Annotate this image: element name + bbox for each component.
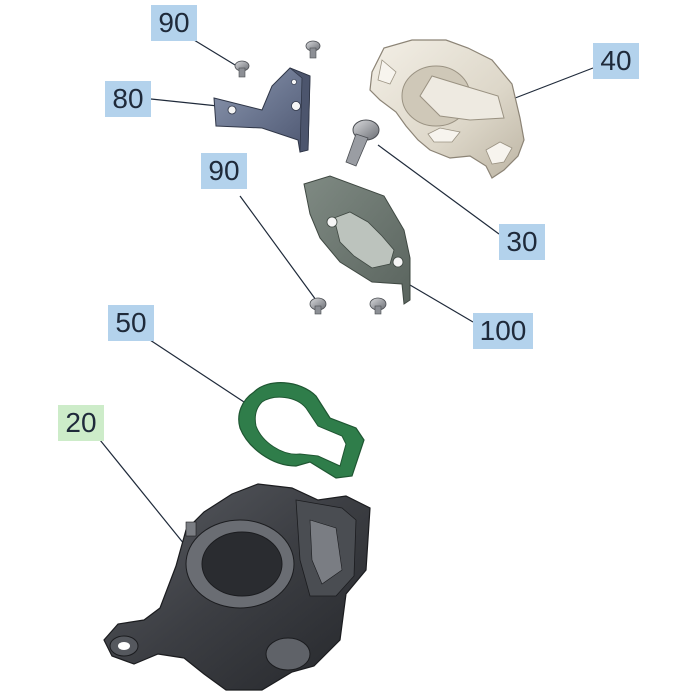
leader-lines	[99, 39, 594, 556]
cover-part-40	[369, 39, 525, 179]
screw-90-lower-right	[369, 297, 387, 315]
leader-90-top	[193, 39, 241, 69]
callout-100[interactable]: 100	[473, 313, 533, 349]
screw-90-upper-left	[234, 60, 250, 78]
leader-20	[99, 439, 194, 556]
callout-90-upper[interactable]: 90	[151, 5, 197, 41]
callout-90-lower[interactable]: 90	[201, 153, 247, 189]
housing-part-20	[103, 483, 371, 691]
screw-90-upper-right	[305, 40, 321, 59]
callout-80[interactable]: 80	[105, 81, 151, 117]
leader-100	[409, 284, 474, 323]
callout-20[interactable]: 20	[58, 405, 104, 441]
screw-90-lower-left	[309, 297, 327, 315]
bolt-part-30	[345, 119, 380, 167]
callout-30[interactable]: 30	[499, 224, 545, 260]
callout-40[interactable]: 40	[593, 43, 639, 79]
leader-90-lower	[239, 195, 317, 301]
gasket-part-50	[238, 382, 365, 479]
leader-80	[150, 98, 219, 107]
callout-50[interactable]: 50	[108, 305, 154, 341]
plate-part-100	[303, 175, 411, 305]
leader-30	[377, 144, 500, 235]
leader-50	[149, 339, 245, 403]
bracket-part-80	[213, 67, 311, 153]
leader-40	[509, 67, 594, 101]
